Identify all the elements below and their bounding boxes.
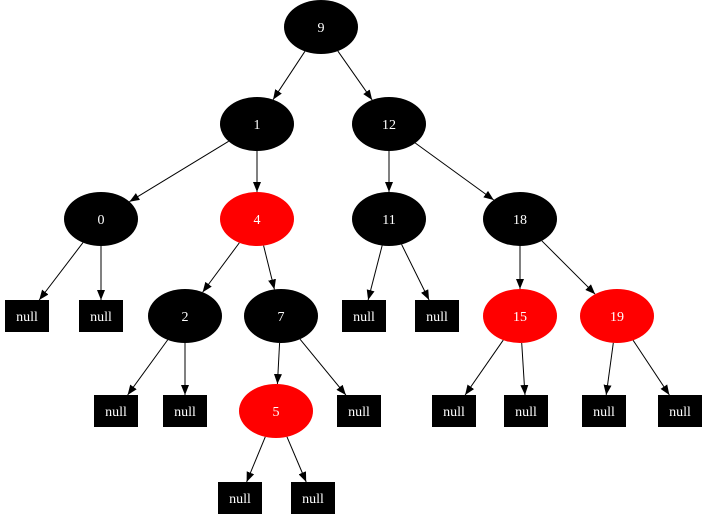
tree-node-5: 5 [239, 384, 313, 438]
tree-node-15: 15 [483, 289, 557, 343]
node-label: 0 [98, 213, 105, 228]
null-label: null [348, 405, 370, 420]
node-shape-red [220, 192, 294, 246]
null-leaf: null [342, 300, 386, 332]
node-shape-black [220, 97, 294, 151]
null-leaf: null [291, 482, 335, 514]
null-box [504, 395, 548, 427]
tree-node-18: 18 [483, 192, 557, 246]
null-label: null [669, 405, 691, 420]
node-shape-black [244, 289, 318, 343]
edge-n7-z7 [299, 338, 347, 396]
null-label: null [90, 310, 112, 325]
edge-n9-n12 [337, 50, 373, 101]
null-box [432, 395, 476, 427]
edge-n19-z10 [603, 342, 614, 396]
tree-node-0: 0 [64, 192, 138, 246]
null-box [337, 395, 381, 427]
node-label: 12 [382, 118, 396, 133]
null-box [582, 395, 626, 427]
null-leaf: null [94, 395, 138, 427]
node-shape-black [148, 289, 222, 343]
tree-node-4: 4 [220, 192, 294, 246]
null-label: null [16, 310, 38, 325]
null-label: null [515, 405, 537, 420]
null-label: null [174, 405, 196, 420]
edge-n19-z11 [632, 340, 670, 396]
node-shape-black [352, 97, 426, 151]
node-shape-black [64, 192, 138, 246]
tree-node-9: 9 [284, 0, 358, 54]
null-box [415, 300, 459, 332]
node-label: 15 [513, 310, 527, 325]
null-label: null [353, 310, 375, 325]
null-leaf: null [415, 300, 459, 332]
node-label: 2 [182, 310, 189, 325]
edge-n15-z8 [464, 339, 504, 396]
edge-n7-n5 [273, 342, 282, 385]
edges [38, 50, 670, 483]
edge-n18-n19 [541, 240, 596, 295]
null-leaf: null [658, 395, 702, 427]
edge-n1-n0 [129, 140, 229, 203]
edge-n0-z1 [38, 242, 84, 301]
tree-node-12: 12 [352, 97, 426, 151]
node-label: 11 [382, 213, 395, 228]
null-label: null [443, 405, 465, 420]
node-label: 4 [254, 213, 261, 228]
tree-node-11: 11 [352, 192, 426, 246]
null-leaf: null [5, 300, 49, 332]
node-label: 9 [318, 21, 325, 36]
tree-node-19: 19 [580, 289, 654, 343]
null-box [163, 395, 207, 427]
null-leaf: null [337, 395, 381, 427]
edge-n12-n18 [414, 142, 495, 201]
edge-n15-z9 [520, 342, 529, 396]
edge-n4-n7 [263, 245, 276, 290]
edge-n9-n1 [272, 51, 306, 100]
null-leaf: null [218, 482, 262, 514]
tree-node-2: 2 [148, 289, 222, 343]
edge-n4-n2 [202, 242, 240, 293]
tree-node-1: 1 [220, 97, 294, 151]
node-shape-black [352, 192, 426, 246]
null-label: null [593, 405, 615, 420]
null-box [291, 482, 335, 514]
node-label: 19 [610, 310, 624, 325]
null-leaf: null [432, 395, 476, 427]
edge-n5-z12 [246, 436, 266, 483]
node-shape-red [580, 289, 654, 343]
tree-node-7: 7 [244, 289, 318, 343]
null-box [218, 482, 262, 514]
null-box [94, 395, 138, 427]
null-label: null [302, 492, 324, 507]
node-shape-red [483, 289, 557, 343]
null-leaf: null [163, 395, 207, 427]
null-label: null [105, 405, 127, 420]
node-shape-red [239, 384, 313, 438]
node-label: 1 [254, 118, 261, 133]
edge-n11-z4 [401, 244, 430, 301]
null-leaf: null [79, 300, 123, 332]
node-label: 7 [278, 310, 285, 325]
edge-n11-z3 [366, 245, 383, 301]
null-label: null [426, 310, 448, 325]
null-label: null [229, 492, 251, 507]
null-box [658, 395, 702, 427]
edge-n2-z5 [127, 339, 169, 396]
node-shape-black [483, 192, 557, 246]
node-label: 18 [513, 213, 527, 228]
node-label: 5 [273, 405, 280, 420]
null-leaf: null [582, 395, 626, 427]
nodes: 9 1 12 0 4 11 18 2 7 15 19 5 null null null null null nul… [5, 0, 702, 514]
null-box [342, 300, 386, 332]
null-box [79, 300, 123, 332]
null-leaf: null [504, 395, 548, 427]
node-shape-black [284, 0, 358, 54]
edge-n5-z13 [286, 436, 307, 483]
null-box [5, 300, 49, 332]
